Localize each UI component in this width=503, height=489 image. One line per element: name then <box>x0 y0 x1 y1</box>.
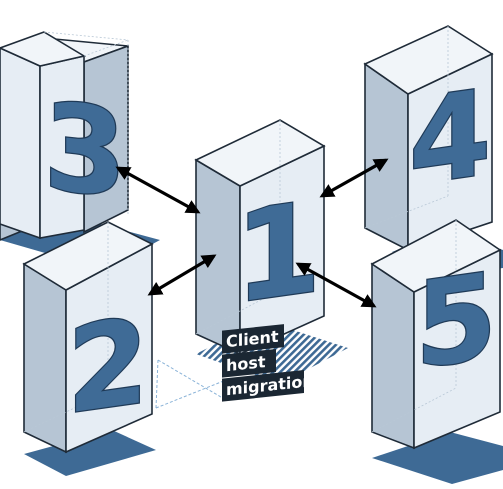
server-box-3: 3 <box>0 31 160 270</box>
arrow-1-to-2 <box>147 254 217 296</box>
box-number: 2 <box>67 292 149 441</box>
arrow-1-to-3 <box>115 166 201 214</box>
arrow-1-to-5 <box>295 262 377 308</box>
floor-shadow <box>24 430 156 476</box>
connection-arrows <box>115 158 389 308</box>
caption-label: Client host migration <box>222 324 314 402</box>
box-number: 4 <box>409 64 491 213</box>
caption-line-2: host <box>226 352 266 375</box>
server-box-5: 5 <box>370 219 503 484</box>
box-number: 5 <box>415 247 497 396</box>
server-box-2: 2 <box>22 221 156 476</box>
arrow-1-to-4 <box>319 158 389 198</box>
caption-guide-lines <box>155 359 227 409</box>
box-number: 3 <box>43 77 127 225</box>
floor-shadow <box>372 432 503 484</box>
box-number: 1 <box>235 173 322 332</box>
